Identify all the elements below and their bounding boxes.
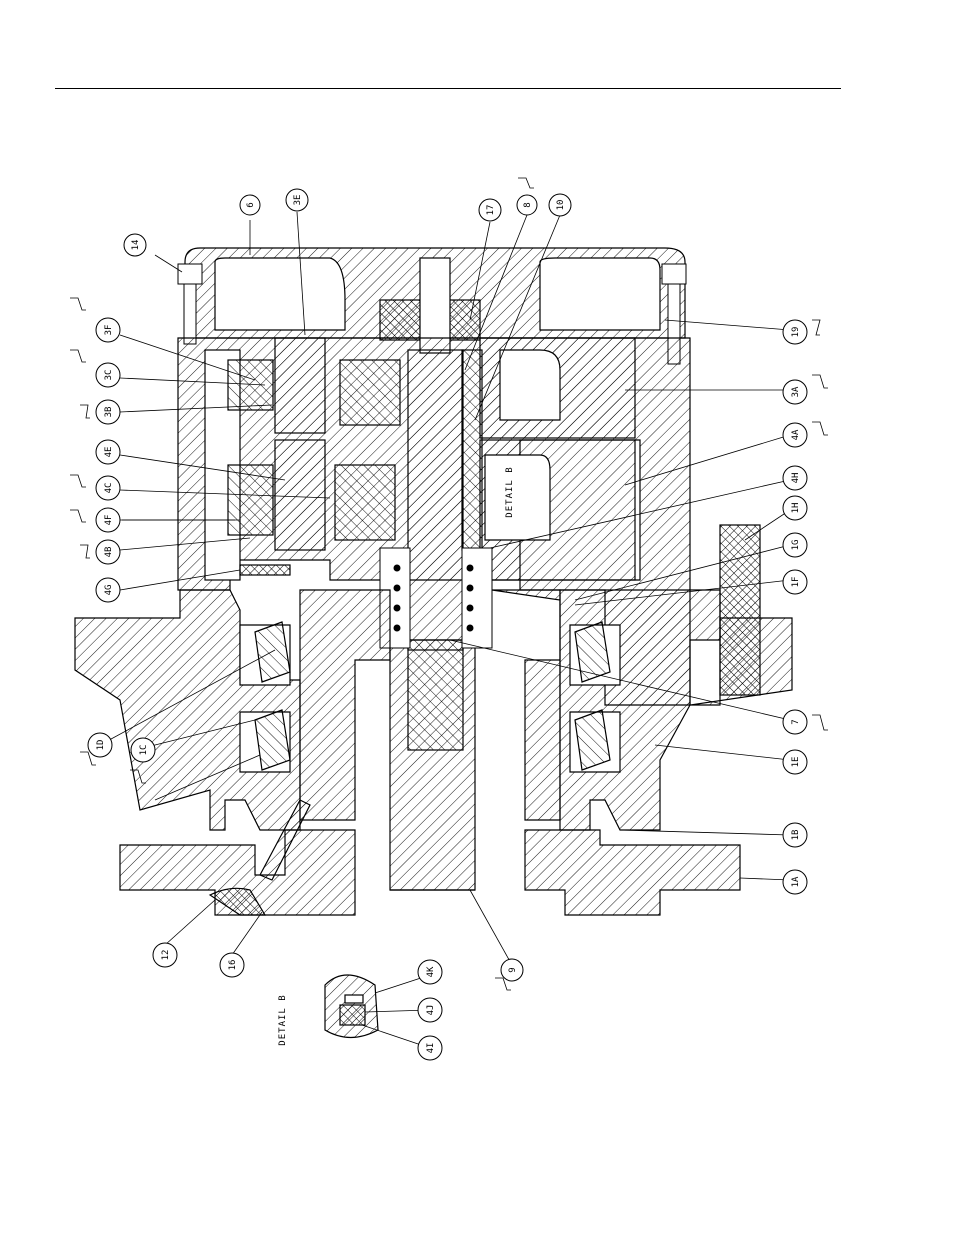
- callout-4e-label: 4E: [104, 447, 114, 458]
- callout-1g: 1G: [783, 533, 807, 557]
- callout-10-label: 10: [556, 200, 566, 211]
- callout-14-label: 14: [131, 240, 141, 251]
- callout-9-label: 9: [508, 967, 518, 972]
- callout-1c: 1C: [131, 738, 155, 762]
- callout-4h-label: 4H: [791, 473, 801, 484]
- callout-19-label: 19: [791, 327, 801, 338]
- callout-3a-label: 3A: [791, 386, 801, 397]
- callout-6-label: 6: [246, 202, 256, 207]
- callout-1b-label: 1B: [791, 830, 801, 841]
- callout-8: 8: [517, 195, 537, 215]
- callout-4f-label: 4F: [104, 515, 114, 526]
- callout-1e-label: 1E: [791, 757, 801, 768]
- callout-1h: 1H: [783, 496, 807, 520]
- callout-4k-label: 4K: [426, 966, 436, 977]
- detail-b-inset-label: DETAIL B: [278, 994, 288, 1045]
- callout-3b-label: 3B: [104, 407, 114, 418]
- callout-3e-label: 3E: [293, 195, 303, 206]
- callout-3f-label: 3F: [104, 325, 114, 336]
- callout-7: 7: [783, 710, 807, 734]
- callout-3c: 3C: [96, 363, 120, 387]
- callout-4j-label: 4J: [426, 1005, 436, 1016]
- callout-4a-label: 4A: [791, 429, 801, 440]
- callout-4j: 4J: [418, 998, 442, 1022]
- callout-1f-label: 1F: [791, 577, 801, 588]
- callout-6: 6: [240, 195, 260, 215]
- callout-1f: 1F: [783, 570, 807, 594]
- callout-1h-label: 1H: [791, 503, 801, 514]
- callout-19: 19: [783, 320, 807, 344]
- callout-4b: 4B: [96, 540, 120, 564]
- callout-1a: 1A: [783, 870, 807, 894]
- callout-1a-label: 1A: [791, 876, 801, 887]
- callout-17: 17: [479, 199, 501, 221]
- callout-4g: 4G: [96, 578, 120, 602]
- callout-3f: 3F: [96, 318, 120, 342]
- callout-4i: 4I: [418, 1036, 442, 1060]
- callout-4e: 4E: [96, 440, 120, 464]
- callout-3b: 3B: [96, 400, 120, 424]
- callout-14: 14: [124, 234, 146, 256]
- callout-4h: 4H: [783, 466, 807, 490]
- ring-gear-3a: [480, 338, 635, 438]
- callout-12: 12: [153, 943, 177, 967]
- callout-8-label: 8: [523, 202, 533, 207]
- callout-4c-label: 4C: [104, 483, 114, 494]
- callout-1d: 1D: [88, 733, 112, 757]
- callout-3a: 3A: [783, 380, 807, 404]
- callout-3c-label: 3C: [104, 370, 114, 381]
- callout-4c: 4C: [96, 476, 120, 500]
- callout-1e: 1E: [783, 750, 807, 774]
- callout-4i-label: 4I: [426, 1043, 436, 1054]
- callout-3e: 3E: [286, 189, 308, 211]
- callout-16: 16: [220, 953, 244, 977]
- callout-4g-label: 4G: [104, 585, 114, 596]
- detail-b-reference-label: DETAIL B: [505, 466, 515, 517]
- callout-1b: 1B: [783, 823, 807, 847]
- callout-1g-label: 1G: [791, 540, 801, 551]
- callout-4f: 4F: [96, 508, 120, 532]
- callout-17-label: 17: [486, 205, 496, 216]
- cover-cap: [185, 248, 685, 353]
- callout-10: 10: [549, 194, 571, 216]
- callout-9: 9: [501, 959, 523, 981]
- callout-4k: 4K: [418, 960, 442, 984]
- callout-16-label: 16: [228, 960, 238, 971]
- callout-1d-label: 1D: [96, 740, 106, 751]
- callout-1c-label: 1C: [139, 745, 149, 756]
- callout-7-label: 7: [791, 719, 801, 724]
- brake-disc-1h: [720, 525, 760, 695]
- callout-4a: 4A: [783, 423, 807, 447]
- callout-4b-label: 4B: [104, 547, 114, 558]
- ring-gear-4a: [480, 440, 635, 580]
- callout-12-label: 12: [161, 950, 171, 961]
